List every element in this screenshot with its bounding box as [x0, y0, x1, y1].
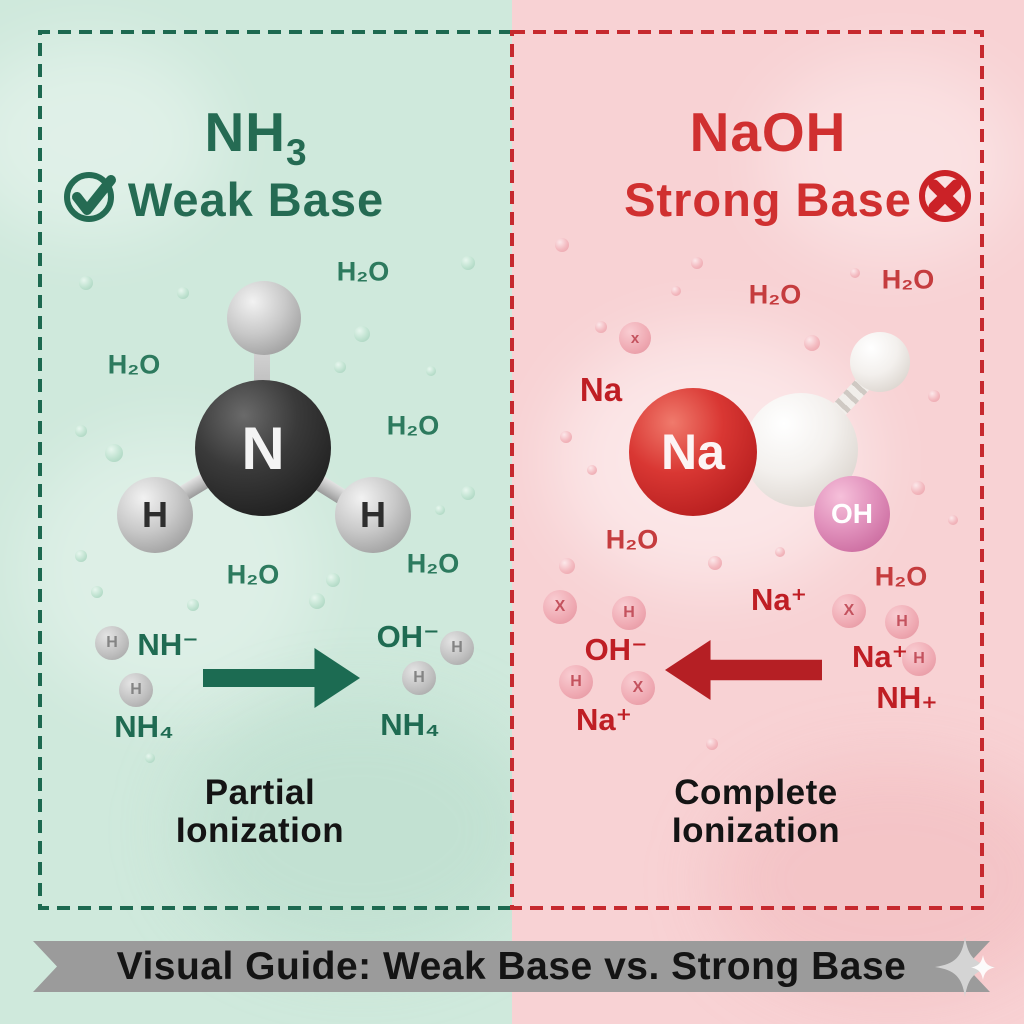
- banner-text: Visual Guide: Weak Base vs. Strong Base: [116, 944, 907, 988]
- bubble: [559, 558, 575, 574]
- nitrogen-atom: N: [195, 380, 331, 516]
- caption-line-1: Complete: [674, 773, 838, 812]
- bubble: [560, 431, 572, 443]
- bubble: [850, 268, 860, 278]
- h2o-label: H₂O: [605, 524, 659, 555]
- bubble: [75, 425, 87, 437]
- hydrogen-atom-small: [850, 332, 910, 392]
- ion-label: NH₄: [114, 709, 174, 744]
- caption-line-1: Partial: [204, 773, 316, 812]
- partial-ionization-caption: Partial Ionization: [100, 774, 420, 850]
- hydroxide-atom: OH: [814, 476, 890, 552]
- bubble: [691, 257, 703, 269]
- hydrogen-ion-circle: H: [119, 673, 153, 707]
- bubble: [461, 486, 475, 500]
- check-circle-icon: [64, 172, 116, 222]
- ion-label: OH⁻: [376, 619, 440, 654]
- h2o-label: H₂O: [336, 256, 390, 287]
- formula-base: NH: [204, 101, 286, 163]
- hydrogen-ion-circle: H: [95, 626, 129, 660]
- bubble: [948, 515, 958, 525]
- h2o-label: H₂O: [881, 264, 935, 295]
- ion-circle: H: [612, 596, 646, 630]
- caption-line-2: Ionization: [175, 810, 345, 850]
- h2o-label: H₂O: [107, 349, 161, 380]
- h2o-label: H₂O: [226, 559, 280, 590]
- free-sodium-label: Na: [579, 371, 623, 408]
- ion-label: Na⁺: [576, 702, 632, 737]
- complete-ionization-caption: Complete Ionization: [596, 774, 916, 850]
- ion-circle: x: [619, 322, 651, 354]
- bubble: [555, 238, 569, 252]
- bubble: [105, 444, 123, 462]
- sodium-atom: Na: [629, 388, 757, 516]
- strong-base-formula-title: NaOH: [512, 100, 1024, 164]
- banner-ribbon: Visual Guide: Weak Base vs. Strong Base: [33, 941, 990, 992]
- ion-label: Na⁺: [751, 582, 807, 617]
- bubble: [309, 593, 325, 609]
- bubble: [187, 599, 199, 611]
- ion-label: NH₄: [380, 707, 440, 742]
- bubble: [928, 390, 940, 402]
- hydrogen-atom-top: [227, 281, 301, 355]
- sparkle-icon: [935, 937, 995, 997]
- x-circle-icon: [919, 170, 971, 222]
- bubble: [177, 287, 189, 299]
- hydrogen-ion-circle: H: [440, 631, 474, 665]
- bubble: [326, 573, 340, 587]
- caption-line-2: Ionization: [671, 810, 841, 850]
- bubble: [435, 505, 445, 515]
- ion-circle: H: [885, 605, 919, 639]
- h2o-label: H₂O: [386, 410, 440, 441]
- bubble: [334, 361, 346, 373]
- bubble: [595, 321, 607, 333]
- formula-base: NaOH: [689, 101, 847, 163]
- bubble: [587, 465, 597, 475]
- bubble: [706, 738, 718, 750]
- bubble: [911, 481, 925, 495]
- bubble: [804, 335, 820, 351]
- ion-label: NH₊: [876, 680, 938, 715]
- formula-subscript: 3: [285, 132, 308, 173]
- ion-circle: H: [559, 665, 593, 699]
- ion-circle: X: [621, 671, 655, 705]
- h2o-label: H₂O: [406, 548, 460, 579]
- bubble: [671, 286, 681, 296]
- ion-label: Na⁺: [852, 639, 908, 674]
- h2o-label: H₂O: [748, 279, 802, 310]
- bubble: [426, 366, 436, 376]
- bubble: [461, 256, 475, 270]
- bubble: [91, 586, 103, 598]
- bubble: [354, 326, 370, 342]
- ion-circle: X: [832, 594, 866, 628]
- bubble: [775, 547, 785, 557]
- ion-label: NH⁻: [137, 627, 199, 662]
- ion-label: OH⁻: [584, 632, 648, 667]
- bubble: [75, 550, 87, 562]
- bubble: [79, 276, 93, 290]
- hydrogen-ion-circle: H: [402, 661, 436, 695]
- weak-base-formula-title: NH3: [0, 100, 512, 173]
- ion-circle: X: [543, 590, 577, 624]
- bubble: [708, 556, 722, 570]
- bubble: [145, 753, 155, 763]
- h2o-label: H₂O: [874, 561, 928, 592]
- hydrogen-atom-left: H: [117, 477, 193, 553]
- hydrogen-atom-right: H: [335, 477, 411, 553]
